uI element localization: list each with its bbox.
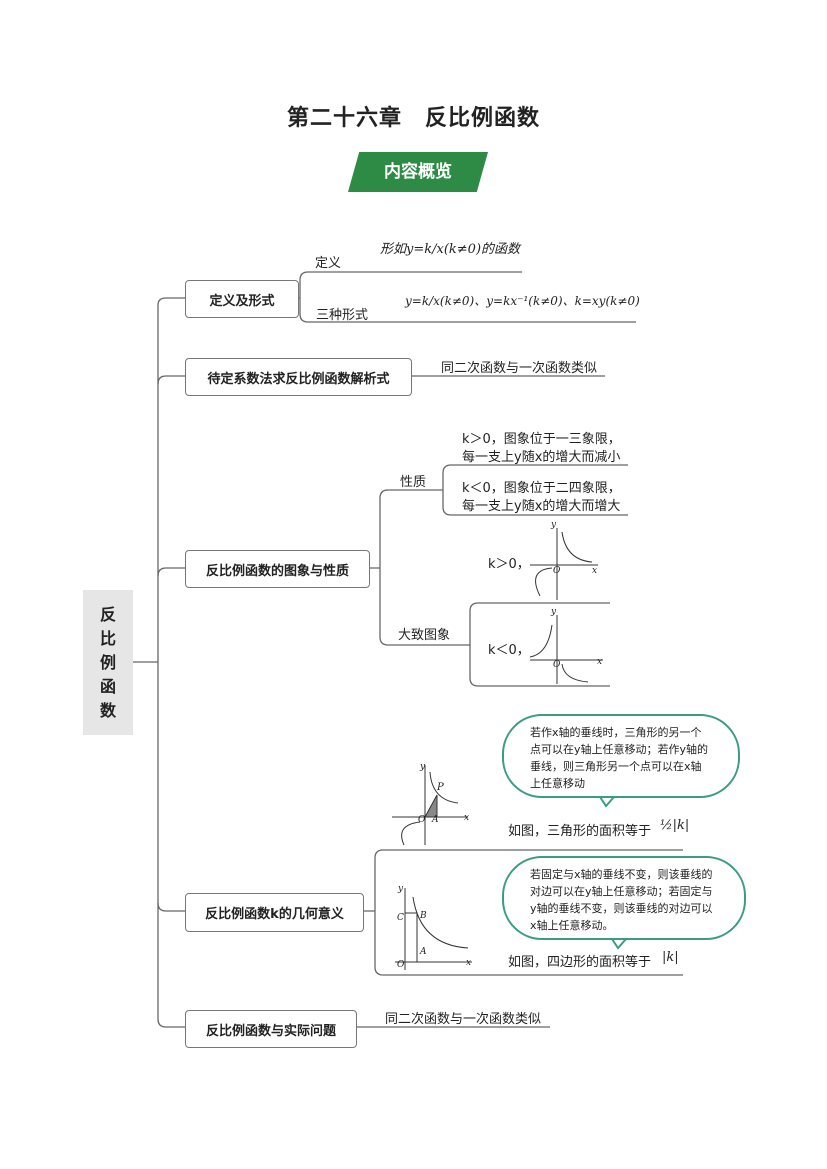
branch-graph-properties: 反比例函数的图象与性质 xyxy=(185,550,370,588)
root-char: 比 xyxy=(99,628,116,648)
note-bubble-quadrilateral: 若固定与x轴的垂线不变，则该垂线的对边可以在y轴上任意移动；若固定与y轴的垂线不… xyxy=(502,856,746,940)
axis-x: x xyxy=(597,657,603,667)
graph-label-k-negative: k＜0， xyxy=(488,643,530,658)
axis-y: y xyxy=(551,520,557,530)
definition-formula: 形如y=k/x(k≠0)的函数 xyxy=(380,242,521,257)
root-char: 例 xyxy=(99,652,116,672)
note-bubble-triangle: 若作x轴的垂线时，三角形的另一个点可以在y轴上任意移动；若作y轴的垂线，则三角形… xyxy=(502,714,740,798)
branch-practical-problems: 反比例函数与实际问题 xyxy=(185,1010,357,1048)
origin: O xyxy=(553,660,561,670)
graph-rectangle xyxy=(395,888,472,970)
point-a: A xyxy=(432,815,439,825)
root-node: 反 比 例 函 数 xyxy=(83,590,133,735)
axis-x: x xyxy=(464,813,470,823)
undetermined-note: 同二次函数与一次函数类似 xyxy=(441,361,598,376)
property-text: k＜0，图象位于二四象限， xyxy=(462,481,621,496)
property-text: k＞0，图象位于一三象限， xyxy=(462,432,621,447)
axis-y: y xyxy=(398,884,404,894)
branch-definition: 定义及形式 xyxy=(185,280,299,318)
property-text: 每一支上y随x的增大而减小 xyxy=(462,450,621,465)
origin: O xyxy=(397,960,405,970)
label-definition: 定义 xyxy=(315,256,342,271)
origin: O xyxy=(553,566,561,576)
root-char: 反 xyxy=(99,604,116,624)
point-b: B xyxy=(420,911,427,921)
quadrilateral-area-formula: |k| xyxy=(662,950,679,965)
axis-x: x xyxy=(592,566,598,576)
branch-undetermined-coefficients: 待定系数法求反比例函数解析式 xyxy=(185,358,412,396)
practical-note: 同二次函数与一次函数类似 xyxy=(385,1012,542,1027)
graph-triangle xyxy=(392,765,468,846)
graph-k-negative xyxy=(529,615,603,684)
overview-banner: 内容概览 xyxy=(348,152,488,192)
triangle-area-formula: ½|k| xyxy=(660,818,690,833)
quadrilateral-caption: 如图，四边形的面积等于 xyxy=(508,955,652,970)
property-text: 每一支上y随x的增大而增大 xyxy=(462,499,621,514)
triangle-caption: 如图，三角形的面积等于 xyxy=(508,824,652,839)
root-char: 函 xyxy=(99,676,116,696)
graph-k-positive xyxy=(530,528,598,600)
axis-x: x xyxy=(466,958,472,968)
page-title: 第二十六章 反比例函数 xyxy=(286,105,540,131)
point-a: A xyxy=(420,947,427,957)
label-rough-graph: 大致图象 xyxy=(398,628,451,643)
point-p: P xyxy=(437,782,444,793)
axis-y: y xyxy=(551,607,557,617)
three-forms-formula: y=k/x(k≠0)、y=kx⁻¹(k≠0)、k=xy(k≠0) xyxy=(405,294,640,308)
axis-y: y xyxy=(420,762,426,772)
point-c: C xyxy=(397,913,404,923)
label-three-forms: 三种形式 xyxy=(316,308,369,323)
branch-geometric-meaning: 反比例函数k的几何意义 xyxy=(185,893,364,932)
origin: O xyxy=(418,815,426,825)
graph-label-k-positive: k＞0， xyxy=(488,557,530,572)
root-char: 数 xyxy=(99,700,116,720)
label-properties: 性质 xyxy=(400,475,427,490)
